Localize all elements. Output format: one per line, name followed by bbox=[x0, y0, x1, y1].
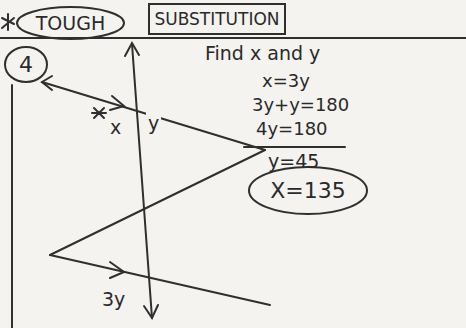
angle-label: 3y bbox=[100, 288, 127, 310]
boxed-word: SUBSTITUTION bbox=[148, 3, 286, 35]
node-text: X=135 bbox=[270, 178, 346, 203]
angle-label: x bbox=[108, 116, 123, 138]
underline bbox=[244, 146, 345, 148]
arrow-head bbox=[144, 305, 158, 318]
parallel-mark bbox=[110, 96, 124, 110]
parallel-mark bbox=[110, 262, 124, 278]
margin-line bbox=[11, 85, 13, 328]
star-symbol bbox=[92, 108, 106, 118]
angle-label: y bbox=[146, 112, 161, 134]
equation-text: y=45 bbox=[268, 150, 319, 172]
equation-text: x=3y bbox=[262, 70, 310, 91]
star-symbol bbox=[2, 14, 14, 30]
parallel-line bbox=[42, 82, 265, 150]
node-text: 4 bbox=[19, 52, 33, 77]
equation-text: 3y+y=180 bbox=[252, 94, 349, 115]
circled-word: TOUGH bbox=[16, 6, 125, 40]
arrow-head bbox=[42, 76, 52, 90]
node-text: TOUGH bbox=[36, 12, 105, 34]
equation-text: 4y=180 bbox=[256, 118, 328, 139]
transversal-line bbox=[50, 150, 265, 255]
transversal-line bbox=[132, 44, 152, 318]
arrow-head bbox=[125, 43, 139, 56]
instruction-text: Find x and y bbox=[205, 42, 320, 64]
problem-number: 4 bbox=[4, 46, 48, 83]
circled-answer: X=135 bbox=[248, 166, 368, 215]
parallel-line bbox=[50, 255, 270, 305]
node-text: SUBSTITUTION bbox=[154, 9, 279, 29]
